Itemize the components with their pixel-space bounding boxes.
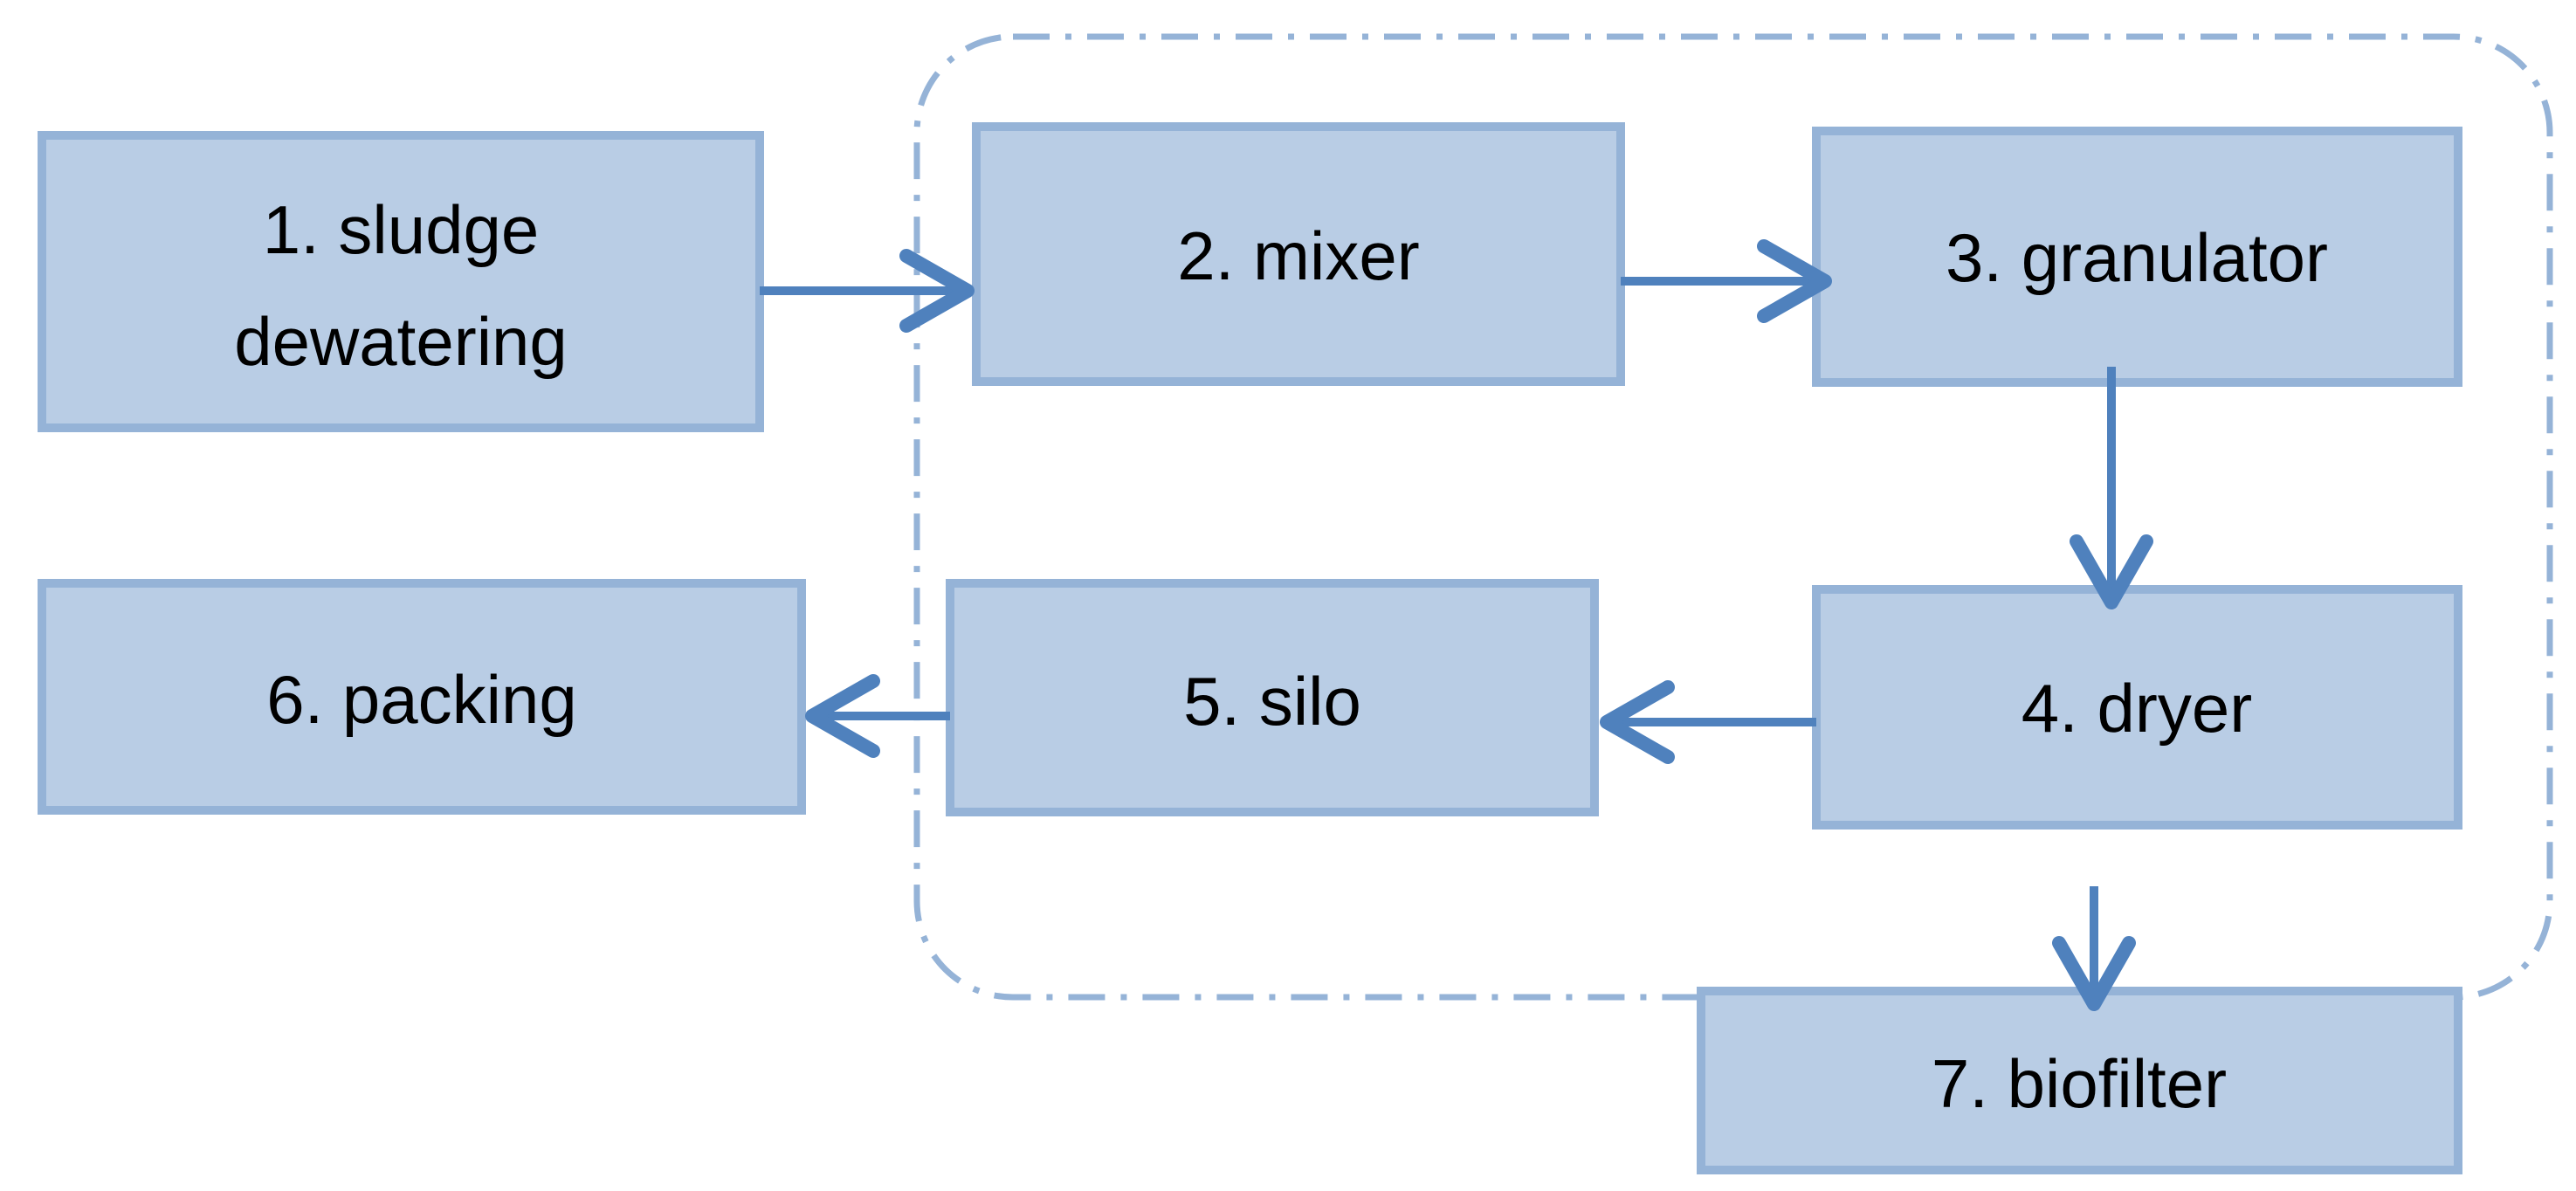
node-silo: 5. silo: [946, 579, 1599, 816]
node-mixer: 2. mixer: [972, 122, 1625, 386]
node-box: [1812, 585, 2462, 830]
node-box: [38, 579, 806, 815]
node-label: 2. mixer: [1177, 217, 1419, 294]
process-boundary: [913, 33, 2553, 1001]
node-label: 6. packing: [266, 661, 577, 738]
node-box: [946, 579, 1599, 816]
node-label: 4. dryer: [2022, 670, 2252, 747]
node-label: 3. granulator: [1946, 219, 2328, 296]
node-packing: 6. packing: [38, 579, 806, 815]
node-biofilter: 7. biofilter: [1697, 987, 2462, 1174]
node-box: [1812, 127, 2462, 387]
node-box: [972, 122, 1625, 386]
node-label-line-2: dewatering: [234, 303, 568, 380]
node-granulator: 3. granulator: [1812, 127, 2462, 387]
node-label: 5. silo: [1183, 663, 1361, 740]
node-box: [38, 131, 764, 432]
node-sludge-dewatering: 1. sludge dewatering: [38, 131, 764, 432]
node-dryer: 4. dryer: [1812, 585, 2462, 830]
node-label-line-1: 1. sludge: [263, 191, 540, 268]
node-label: 7. biofilter: [1932, 1045, 2227, 1122]
